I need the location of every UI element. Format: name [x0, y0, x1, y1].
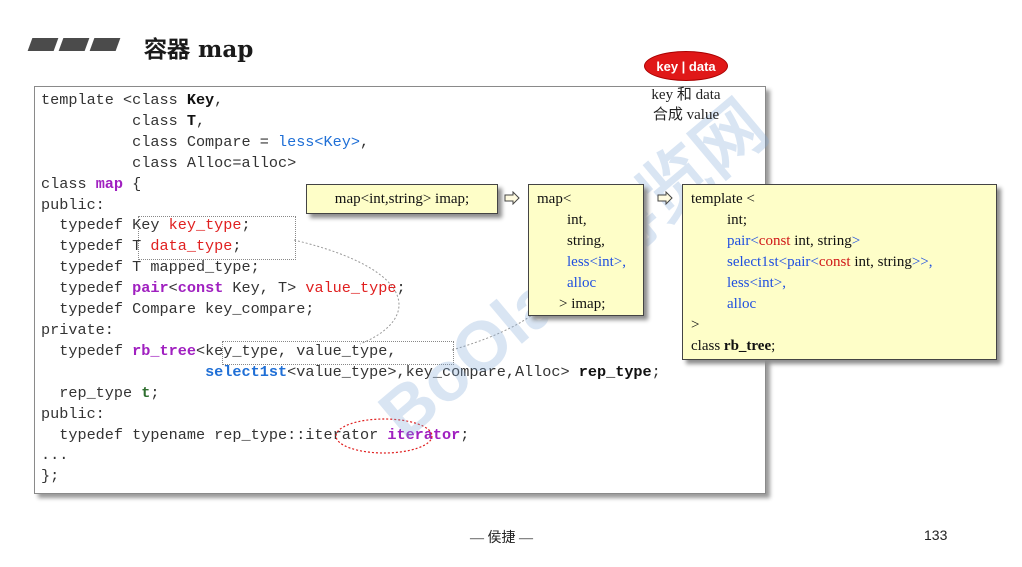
- box2-line-1: map<: [537, 191, 572, 207]
- box3-line-8: class rb_tree;: [691, 338, 776, 354]
- code-panel: [34, 86, 766, 494]
- code-line-10: typedef pair<const Key, T> value_type;: [41, 279, 406, 298]
- code-line-11: typedef Compare key_compare;: [41, 300, 315, 319]
- code-line-4: class Alloc=alloc>: [41, 153, 297, 172]
- box3-line-2: int;: [727, 212, 748, 228]
- code-line-12: private:: [41, 320, 114, 339]
- code-block: template <class Key, class T, class Comp…: [41, 90, 661, 487]
- note-line-1: key 和 data: [651, 87, 721, 103]
- rb-tree-instantiation-box: template < int; pair<const int, string> …: [682, 184, 997, 360]
- code-line-14: select1st<value_type>,key_compare,Alloc>…: [205, 362, 661, 381]
- box2-line-4: less<int>,: [567, 254, 627, 270]
- box3-line-3: pair<const int, string>: [727, 233, 861, 249]
- box3-line-4: select1st<pair<const int, string>>,: [727, 254, 933, 270]
- code-line-15: rep_type t;: [41, 383, 160, 402]
- page-title: 容器 map: [144, 36, 254, 63]
- code-line-18: ...: [41, 446, 69, 465]
- box2-line-5: alloc: [567, 275, 597, 291]
- box3-line-7: >: [691, 317, 700, 333]
- map-instantiation-box: map< int, string, less<int>, alloc > ima…: [528, 184, 644, 316]
- footer-author: — 侯捷 —: [470, 531, 533, 546]
- code-line-2: class T,: [41, 111, 206, 130]
- iterator-circle: [335, 418, 433, 454]
- key-data-badge: key | data: [644, 51, 728, 81]
- key-data-note: key 和 data 合成 value: [632, 85, 740, 125]
- code-line-5: class map {: [41, 174, 142, 193]
- page-number: 133: [924, 527, 948, 543]
- code-line-3: class Compare = less<Key>,: [41, 132, 370, 151]
- code-line-1: template <class Key,: [41, 91, 224, 109]
- box2-line-3: string,: [567, 233, 605, 249]
- imap-declaration: map<int,string> imap;: [334, 191, 470, 207]
- box2-line-6: > imap;: [559, 296, 606, 312]
- box3-line-1: template <: [691, 191, 755, 207]
- arrow-right-icon: [657, 191, 673, 205]
- code-line-16: public:: [41, 404, 105, 423]
- code-line-9: typedef T mapped_type;: [41, 258, 260, 277]
- box2-line-2: int,: [567, 212, 587, 228]
- key-type-highlight: [138, 216, 296, 260]
- rb-tree-args-highlight: [222, 341, 454, 365]
- arrow-right-icon: [504, 191, 520, 205]
- code-line-13: typedef rb_tree<key_type, value_type,: [41, 341, 397, 360]
- imap-declaration-box: map<int,string> imap;: [306, 184, 498, 214]
- code-line-6: public:: [41, 195, 105, 214]
- note-line-2: 合成 value: [652, 107, 720, 123]
- code-line-19: };: [41, 467, 60, 486]
- box3-line-6: alloc: [727, 296, 757, 312]
- code-line-8: typedef T data_type;: [41, 237, 242, 256]
- box3-line-5: less<int>,: [727, 275, 787, 291]
